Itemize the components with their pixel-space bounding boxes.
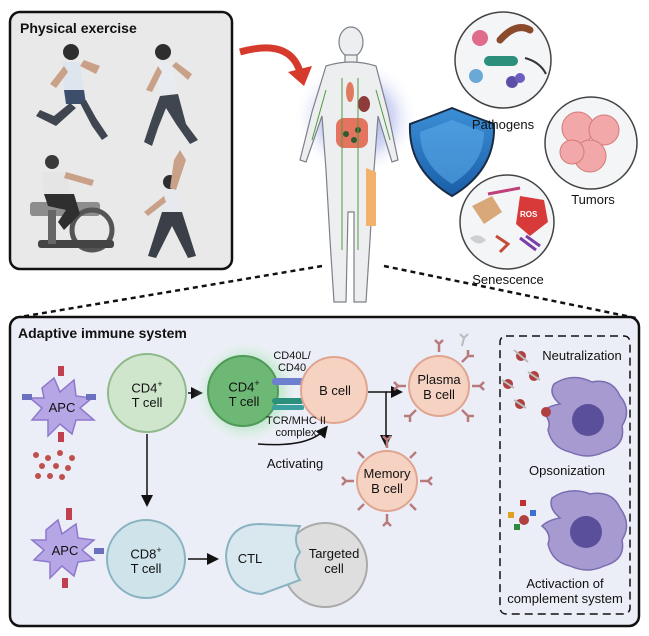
opsonization-label: Opsonization	[529, 463, 605, 478]
ros-label: ROS	[520, 210, 538, 219]
plasma-cell-shape	[408, 355, 470, 417]
macrophage-complement-icon	[508, 490, 628, 571]
complement-line2: complement system	[507, 591, 623, 606]
activated-cd4-label: CD4+ T cell	[214, 376, 274, 409]
cd4-tcell-shape	[107, 353, 187, 433]
cd4-cell-text: T cell	[131, 395, 163, 411]
memory-receptors	[341, 435, 433, 527]
cd4-prefix: CD4	[131, 380, 158, 396]
activating-arrow	[257, 425, 328, 446]
exercise-title: Physical exercise	[20, 20, 137, 36]
activating-label: Activating	[266, 456, 324, 471]
bcell-shape	[300, 356, 368, 424]
exercise-to-body-arrow	[239, 44, 304, 74]
targeted-line2: cell	[324, 561, 344, 576]
memory-cell-shape	[356, 450, 418, 512]
free-antibody-icon	[459, 333, 469, 347]
functions-box	[499, 335, 631, 615]
cd8-tcell-shape	[106, 519, 186, 599]
zoom-line-left	[13, 264, 323, 320]
stretching-woman-icon	[144, 150, 196, 258]
ctl-label: CTL	[237, 551, 263, 566]
pathogens-label: Pathogens	[471, 117, 535, 132]
neutralization-icons	[501, 349, 541, 409]
runner-icon	[36, 44, 108, 140]
activated-cd4-superscript: +	[254, 378, 260, 388]
receptor-complex	[272, 378, 304, 410]
cd4-superscript: +	[157, 379, 163, 389]
macrophage-opsonization-icon	[540, 376, 628, 457]
walker-icon	[144, 44, 198, 146]
zoom-line-right	[383, 264, 637, 320]
immune-title: Adaptive immune system	[18, 325, 187, 341]
pathogen-icons	[469, 24, 547, 88]
senescence-label: Senescence	[472, 272, 544, 287]
activated-cd4-prefix: CD4	[228, 379, 255, 395]
apc-top-icon	[22, 366, 97, 442]
plasma-line2: B cell	[423, 387, 455, 402]
cd40-label: CD40L/CD40	[264, 350, 320, 374]
antigen-dots	[33, 450, 75, 480]
cd40-line2: CD40	[277, 362, 307, 374]
cd4-tcell-label: CD4+ T cell	[117, 377, 177, 410]
targeted-line1: Targeted	[308, 546, 360, 561]
cd40-line1: CD40L/	[273, 350, 311, 362]
memory-line1: Memory	[363, 466, 411, 481]
organs-icon	[311, 78, 391, 250]
neutralization-label: Neutralization	[542, 348, 622, 363]
ctl-shape	[224, 522, 302, 596]
senescence-icons	[470, 186, 548, 254]
tcr-line1: TCR/MHC II	[266, 415, 326, 427]
activated-cd4-cell-text: T cell	[228, 394, 260, 410]
bcell-label: B cell	[319, 383, 351, 398]
activated-cd4-shape	[207, 355, 279, 427]
exercise-panel	[8, 10, 234, 271]
memory-line2: B cell	[371, 481, 403, 496]
human-body-icon	[299, 26, 399, 303]
plasma-line1: Plasma	[417, 372, 461, 387]
plasma-antibodies	[393, 339, 485, 422]
complement-line1: Activaction of	[526, 576, 604, 591]
apc-bottom-label: APC	[51, 543, 79, 558]
cd8-tcell-label: CD8+ T cell	[116, 543, 176, 576]
cd8-cell-text: T cell	[130, 561, 162, 577]
cd8-prefix: CD8	[130, 546, 157, 562]
apc-bottom-icon	[29, 508, 104, 588]
cyclist-icon	[30, 155, 115, 253]
tcr-line2: complex	[275, 427, 317, 439]
cd8-superscript: +	[156, 545, 162, 555]
tumors-label: Tumors	[571, 192, 615, 207]
tumor-cells-icon	[559, 111, 620, 173]
apc-top-label: APC	[48, 400, 76, 415]
